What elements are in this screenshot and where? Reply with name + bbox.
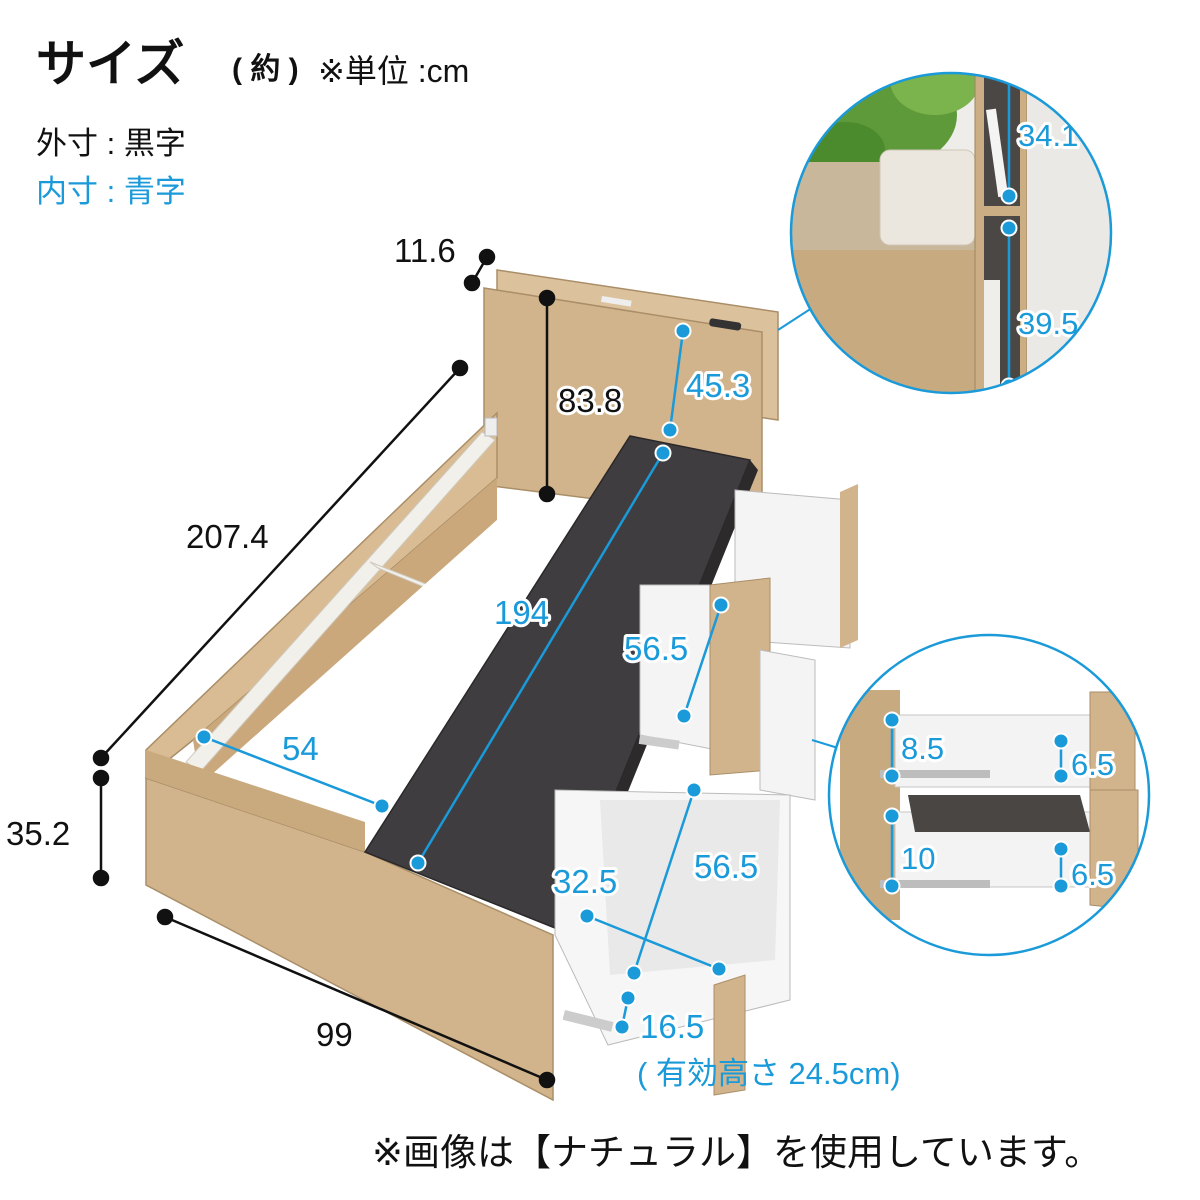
mattress-top xyxy=(879,149,976,246)
drawer-lower-inner xyxy=(908,795,1090,832)
front-side-panel xyxy=(146,750,365,852)
unit-note: ※単位 :cm xyxy=(318,53,470,89)
legend-inner: 内寸 : 青字 xyxy=(36,174,186,209)
drawer-far-front xyxy=(840,484,858,648)
drawer-callout-leader xyxy=(811,739,839,749)
drawer-upper-front xyxy=(1089,691,1136,801)
drawer-large-depth-label: 16.5 xyxy=(640,1008,704,1045)
shelf-callout-ring xyxy=(789,71,1113,395)
hinge-icon xyxy=(484,417,498,437)
drawer-large-front xyxy=(713,974,746,1096)
drawer-rail xyxy=(880,880,990,888)
approx-label: ( 約 ) xyxy=(232,53,299,86)
headboard-slot xyxy=(601,296,632,307)
outlet-icon xyxy=(709,318,742,331)
shelf-callout-leader xyxy=(777,305,816,331)
drawer-large-width-label: 32.5 xyxy=(553,863,617,900)
footnote: ※画像は【ナチュラル】を使用しています。 xyxy=(372,1132,1102,1173)
height-label: 35.2 xyxy=(6,815,70,852)
plant-foliage xyxy=(890,73,980,115)
frame-width-label: 54 xyxy=(282,730,319,767)
drawer-lower-front xyxy=(1089,789,1139,911)
drawer-upper-left-label: 8.5 xyxy=(901,731,944,766)
drawer-mid-box xyxy=(759,649,816,801)
width-label: 99 xyxy=(316,1016,353,1053)
shelf-book xyxy=(986,108,1009,198)
headboard-height-label: 83.8 xyxy=(558,382,622,419)
inner-dimension-lines xyxy=(195,322,730,1036)
outer-dimension-lines xyxy=(92,248,556,1089)
frame-floor xyxy=(200,520,560,830)
drawer-large-inner xyxy=(600,800,780,975)
drawer-callout-ring xyxy=(827,633,1151,957)
shelf-book xyxy=(984,280,1000,390)
shelf-depth-label: 8 xyxy=(954,24,971,59)
legend-outer: 外寸 : 黒字 xyxy=(36,126,186,161)
shelf-detail-callout: 8 34.1 39.5 xyxy=(791,24,1111,393)
shelf-height-label: 45.3 xyxy=(686,367,750,404)
drawer-lower-right-label: 6.5 xyxy=(1071,857,1114,892)
front-base-panel xyxy=(145,776,554,1102)
shelf-lower-label: 39.5 xyxy=(1018,306,1078,341)
shelf-upper-label: 34.1 xyxy=(1018,118,1078,153)
drawer-detail-callout: 8.5 6.5 10 6.5 xyxy=(829,635,1149,955)
headboard-depth-label: 11.6 xyxy=(394,232,456,269)
bed-illustration xyxy=(145,269,858,1102)
page-title: サイズ xyxy=(36,36,185,92)
drawer-small-length-label: 56.5 xyxy=(624,630,688,667)
drawer-large-length-label: 56.5 xyxy=(694,848,758,885)
effective-height-label: ( 有効高さ 24.5cm) xyxy=(637,1056,901,1091)
drawer-rail xyxy=(638,735,680,750)
drawer-rail xyxy=(880,770,990,778)
top-board-length-label: 194 xyxy=(494,594,549,631)
length-label: 207.4 xyxy=(186,518,269,555)
drawer-lower-left-label: 10 xyxy=(901,841,935,876)
drawer-upper-right-label: 6.5 xyxy=(1071,747,1114,782)
drawer-rail xyxy=(562,1010,614,1032)
side-inner-face xyxy=(193,478,497,785)
wall-panel xyxy=(1027,73,1111,393)
